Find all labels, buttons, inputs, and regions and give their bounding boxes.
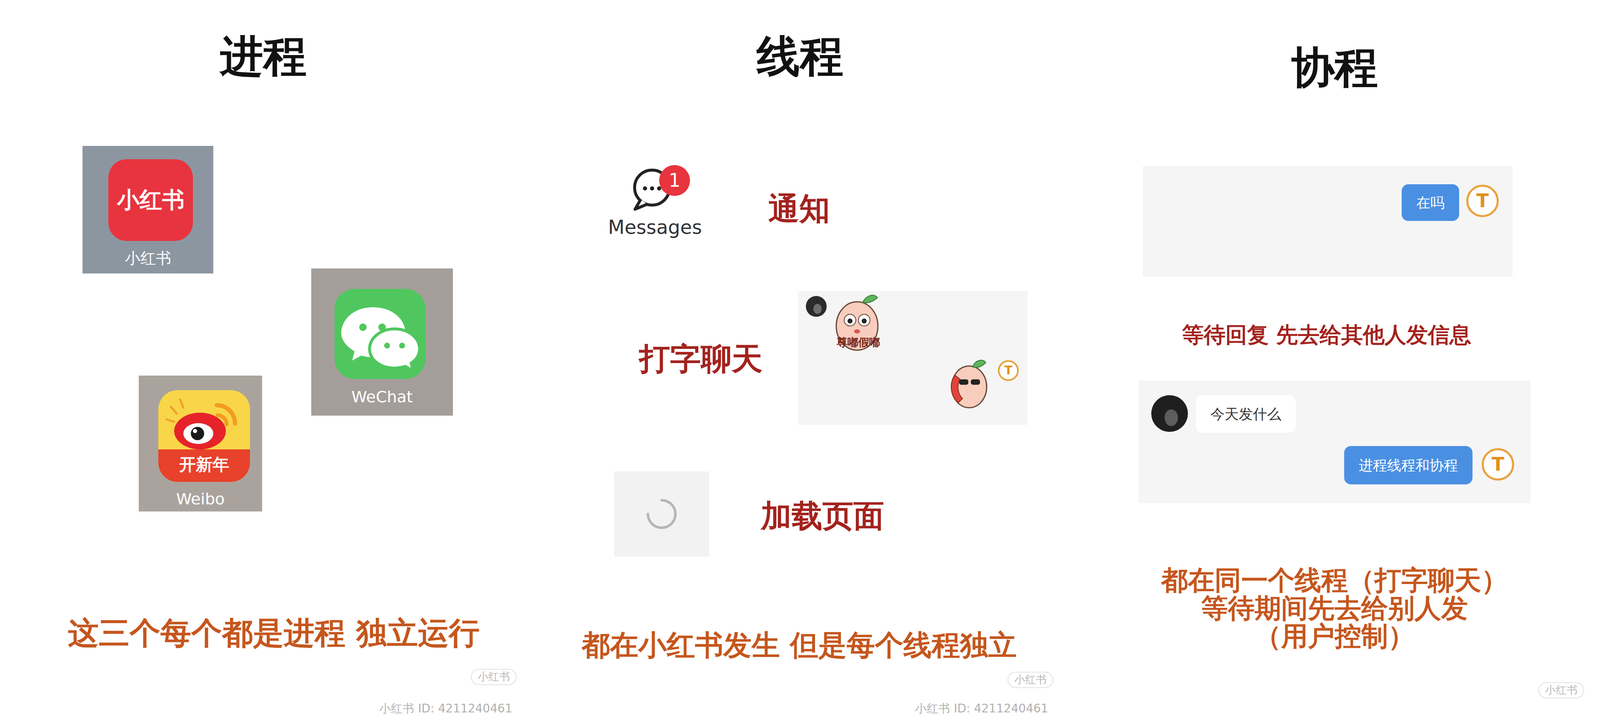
avatar — [1151, 395, 1188, 432]
thread-label: 加载页面 — [760, 497, 885, 535]
caption-note: 这三个每个都是进程 独立运行 — [67, 614, 480, 652]
label-holder: 加载页面 — [760, 497, 885, 535]
node-text: T — [1476, 190, 1489, 213]
label-holder: 小红书 — [470, 668, 517, 685]
chat-bubble: 进程线程和协程 — [1344, 445, 1473, 485]
message-bubble-tail — [635, 199, 648, 210]
loading-box — [614, 471, 710, 557]
label-holder: 等待回复 先去给其他人发信息 — [1182, 321, 1472, 348]
caption-note: 都在同一个线程（打字聊天） 等待期间先去给别人发 （用户控制） — [1147, 566, 1523, 651]
wechat-eye — [378, 323, 386, 331]
watermark: 小红书 — [470, 668, 517, 685]
label-holder: 小红书 — [1007, 671, 1054, 688]
app-tile: Weibo 开新年 — [138, 375, 263, 512]
watermark: 小红书 — [1007, 671, 1054, 688]
wechat-icon-ground — [334, 288, 426, 379]
watermark: 小红书 ID: 4211240461 — [379, 701, 513, 716]
watermark: 小红书 ID: 4211240461 — [915, 701, 1048, 716]
node-text: T — [1491, 453, 1505, 476]
chat-bubble: 在吗 — [1401, 184, 1460, 221]
node-text: T — [1004, 363, 1013, 378]
node-text: 小红书 — [117, 186, 185, 214]
node-text: Weibo — [176, 489, 225, 509]
sticker-text: 尊嘟假嘟 — [836, 335, 880, 349]
notification-badge: 1 — [659, 165, 690, 196]
chat-bubble: 今天发什么 — [1195, 395, 1296, 433]
weibo-band — [158, 449, 250, 482]
message-dot — [642, 186, 648, 191]
sticker-mouth — [854, 329, 860, 334]
column-title: 协程 — [1291, 41, 1378, 94]
label-holder: 这三个每个都是进程 独立运行 — [67, 614, 480, 652]
loading-spinner — [647, 500, 676, 528]
label-holder: 小红书 ID: 4211240461 — [379, 701, 513, 716]
label-holder: 小红书 ID: 4211240461 — [915, 701, 1048, 716]
node-text: 今天发什么 — [1210, 405, 1282, 423]
wechat-icon — [334, 288, 426, 379]
app-tile: WeChat — [311, 268, 453, 416]
sticker-glasses — [959, 379, 969, 385]
node-text: 小红书 — [125, 249, 172, 268]
app-icon: 开新年 — [158, 390, 250, 482]
weibo-ray — [166, 399, 184, 422]
wechat-eye — [359, 323, 367, 331]
user-avatar: T — [1466, 184, 1499, 218]
chat-panel — [1138, 380, 1531, 503]
label-holder: 都在小红书发生 但是每个线程独立 — [581, 627, 1017, 663]
sticker-pupil — [847, 318, 853, 324]
chat-panel — [797, 290, 1028, 425]
node-text: WeChat — [351, 387, 413, 407]
chat-panel — [1142, 166, 1513, 277]
node-text: 进程线程和协程 — [1358, 456, 1458, 474]
label-holder: Messages — [607, 215, 703, 239]
weibo-glint — [192, 428, 198, 433]
avatar-face — [813, 303, 822, 314]
app-tile: 小红书小红书 — [82, 145, 214, 274]
label-holder: 都在同一个线程（打字聊天） 等待期间先去给别人发 （用户控制） — [1147, 566, 1523, 651]
label-holder: 进程 — [220, 30, 307, 83]
sticker-leaf — [972, 360, 986, 368]
node-text: 开新年 — [179, 454, 230, 475]
sticker-eye — [844, 314, 856, 326]
label-holder: 小红书 — [1538, 681, 1585, 698]
thread-label: 通知 — [768, 190, 830, 228]
thread-label: 打字聊天 — [639, 340, 763, 378]
label-holder: 协程 — [1291, 41, 1378, 94]
weibo-wave — [217, 415, 227, 425]
icon-label: Messages — [607, 215, 703, 239]
weibo-eye-white — [183, 422, 214, 444]
column-title: 线程 — [756, 30, 844, 83]
user-avatar: T — [1481, 447, 1515, 481]
node-text: 在吗 — [1416, 194, 1445, 212]
label-holder: 通知 — [768, 190, 830, 228]
sticker-eye — [858, 314, 870, 326]
column-title: 进程 — [220, 30, 307, 83]
message-dot — [650, 186, 655, 191]
caption-note: 都在小红书发生 但是每个线程独立 — [581, 627, 1017, 663]
label-holder: 打字聊天 — [639, 340, 763, 378]
wechat-eye — [384, 342, 390, 349]
user-avatar: T — [997, 360, 1019, 381]
wechat-bubble — [369, 328, 420, 371]
node-text: 1 — [668, 169, 681, 192]
label-holder: 尊嘟假嘟 — [836, 335, 880, 349]
sticker-phone — [951, 375, 963, 403]
coroutine-note: 等待回复 先去给其他人发信息 — [1182, 321, 1472, 348]
sticker-pupil — [861, 318, 867, 324]
avatar — [805, 295, 827, 317]
app-icon: 小红书 — [108, 159, 193, 241]
label-holder: 线程 — [756, 30, 844, 83]
sticker-glasses — [970, 379, 980, 385]
weibo-pupil — [190, 426, 205, 440]
avatar-face — [1164, 409, 1178, 426]
weibo-eye — [174, 412, 226, 450]
watermark: 小红书 — [1538, 681, 1585, 698]
sticker-leaf — [862, 295, 878, 303]
wechat-eye — [399, 342, 405, 349]
